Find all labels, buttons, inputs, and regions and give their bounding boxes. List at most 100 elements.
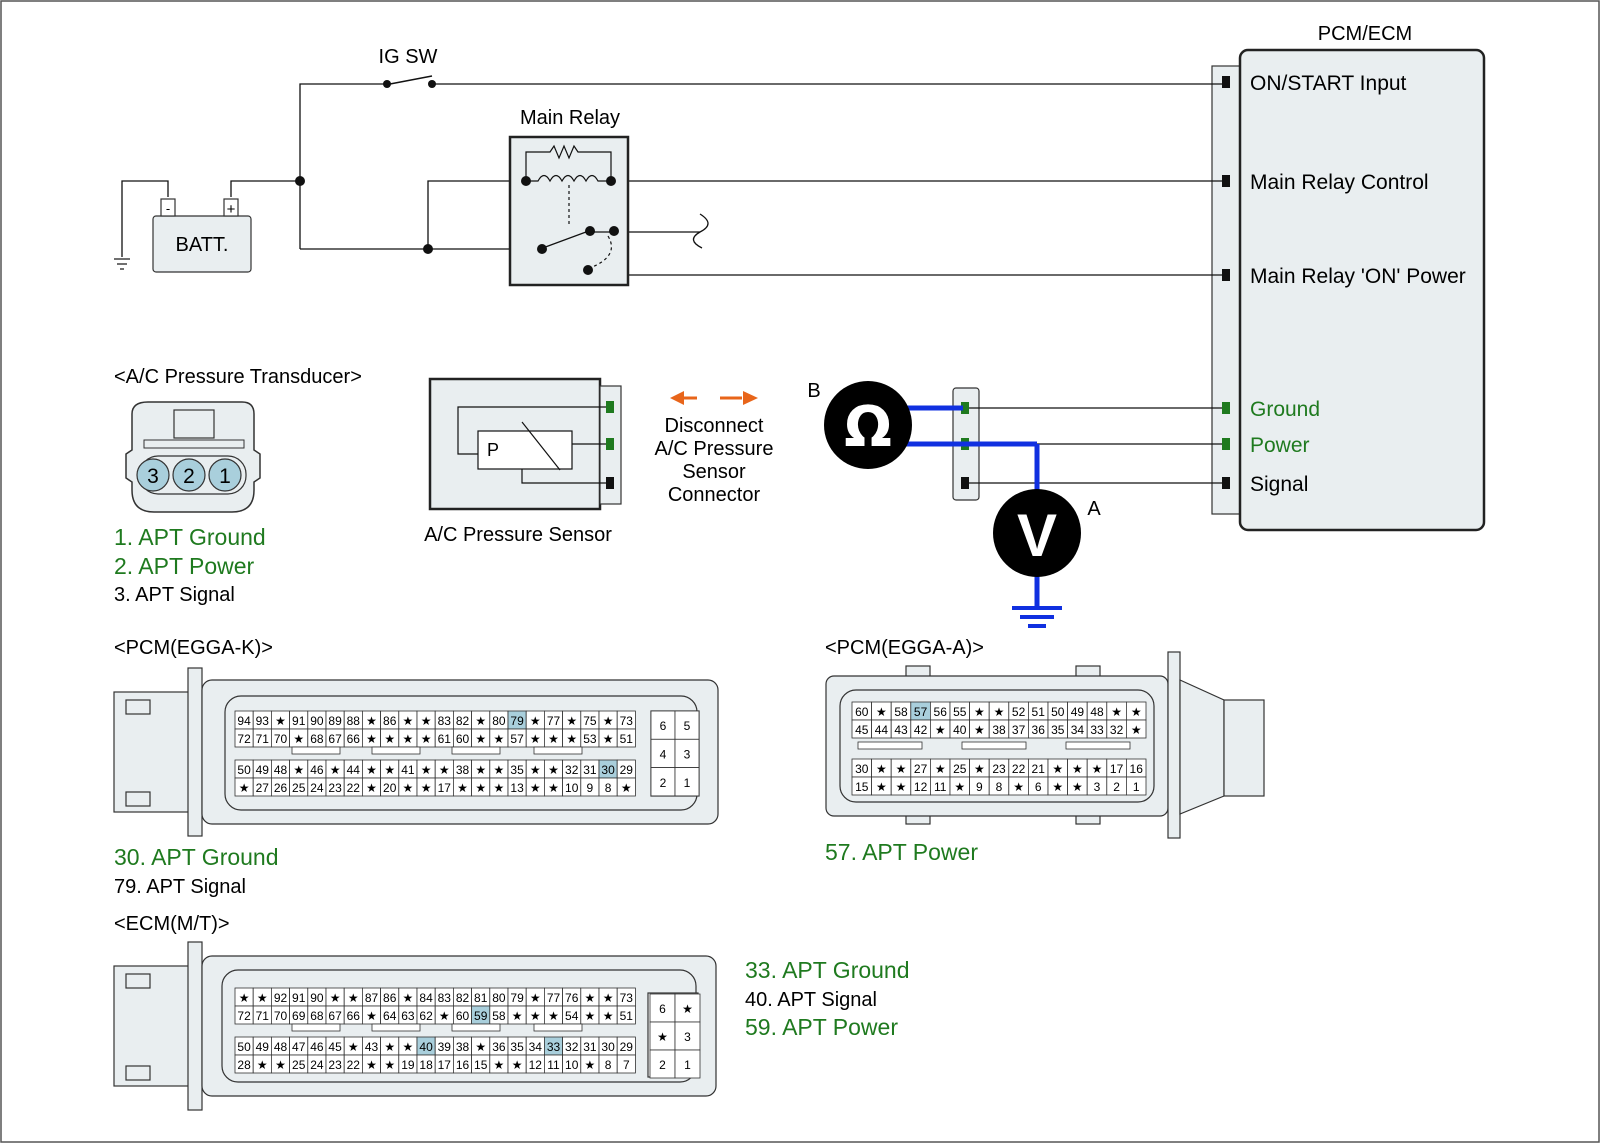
ecm-aux-pin-2: 2 [649,1049,676,1079]
pcm-k-pin-71: 71 [252,728,272,748]
svg-text:★: ★ [935,723,946,737]
pcm-a-pin-unused: ★ [988,701,1010,721]
svg-text:★: ★ [366,781,377,795]
svg-text:35: 35 [1051,723,1065,737]
svg-text:★: ★ [421,732,432,746]
pcm-k-pin-unused: ★ [562,710,582,730]
pcm-a-pin-17: 17 [1106,758,1127,778]
pcm-k-pin-unused: ★ [471,728,491,748]
label-ground: Ground [1250,398,1320,421]
ecm-legend-3: 59. APT Power [745,1014,898,1040]
svg-text:★: ★ [275,1058,286,1072]
svg-text:★: ★ [512,1009,523,1023]
main-relay: Main Relay [508,107,630,287]
pcm-k-pin-44: 44 [343,759,363,779]
svg-text:10: 10 [565,1058,579,1072]
svg-text:68: 68 [310,732,324,746]
pcm-a-pin-unused: ★ [1067,776,1088,796]
pcm-k-pin-unused: ★ [616,777,636,797]
battery-neg-wire [121,180,169,257]
pcm-k-pin-93: 93 [252,710,272,730]
svg-text:55: 55 [953,705,967,719]
svg-text:33: 33 [1090,723,1104,737]
svg-text:27: 27 [914,762,928,776]
svg-text:93: 93 [256,714,270,728]
pcm-a-pin-60: 60 [851,701,873,721]
svg-text:★: ★ [275,714,286,728]
pcm-k-pin-20: 20 [380,777,400,797]
svg-text:87: 87 [365,991,379,1005]
transducer-pin-3 [136,458,170,492]
pcm-k-pin-90: 90 [307,710,327,730]
pcm-a-pin-34: 34 [1067,719,1088,739]
svg-text:51: 51 [620,1009,634,1023]
svg-text:19: 19 [401,1058,415,1072]
ecm-pin-unused: ★ [270,1054,290,1074]
pcm-ecm-module: PCM/ECM ON/START Input Main Relay Contro… [1211,23,1486,532]
svg-text:79: 79 [510,714,524,728]
pcm-k-pin-unused: ★ [525,728,545,748]
pcm-k-pin-unused: ★ [416,759,436,779]
junction-dots [295,176,433,254]
pcm-a-pin-2: 2 [1106,776,1127,796]
svg-text:52: 52 [1012,705,1026,719]
svg-text:★: ★ [475,1040,486,1054]
svg-text:★: ★ [896,762,907,776]
pcm-k-aux-pin-3: 3 [674,738,700,768]
svg-text:22: 22 [347,1058,361,1072]
pcm-k-aux-pin-5: 5 [674,710,700,740]
pcm-k-pin-unused: ★ [525,777,545,797]
svg-text:26: 26 [274,781,288,795]
ecm-title: <ECM(M/T)> [114,913,230,935]
meter-leads [905,405,1040,608]
svg-text:3: 3 [684,747,691,761]
pcm-k-pin-26: 26 [270,777,290,797]
pcm-a-pin-unused: ★ [969,719,990,739]
battery-pos-wire [230,180,300,197]
svg-text:★: ★ [1052,762,1063,776]
pcm-k-pin-67: 67 [325,728,345,748]
pcm-a-pin-unused: ★ [890,776,912,796]
pcm-a-key-slot [857,741,923,750]
svg-text:29: 29 [620,1040,634,1054]
svg-text:57: 57 [914,705,928,719]
pcm-a-pin-unused: ★ [871,758,892,778]
ecm-pin-76: 76 [562,987,582,1007]
svg-text:67: 67 [328,732,342,746]
ecm-pin-10: 10 [562,1054,582,1074]
svg-text:★: ★ [876,780,887,794]
pin-signal [1222,477,1230,489]
transducer-pin-1-label: 1 [219,465,231,488]
svg-text:10: 10 [565,781,579,795]
svg-text:72: 72 [237,732,251,746]
ecm-pin-unused: ★ [361,1054,381,1074]
ecm-pin-79: 79 [507,987,527,1007]
svg-text:39: 39 [438,1040,452,1054]
svg-text:★: ★ [896,780,907,794]
ecm-pin-unused: ★ [471,1036,491,1056]
ecm-pin-unused: ★ [507,1054,527,1074]
pcm-a-pin-30: 30 [851,758,873,778]
svg-text:★: ★ [530,991,541,1005]
svg-text:66: 66 [347,1009,361,1023]
svg-text:82: 82 [456,714,470,728]
pcm-k-pin-86: 86 [380,710,400,730]
ecm-pin-33: 33 [544,1036,564,1056]
svg-text:34: 34 [1071,723,1085,737]
ecm-pin-67: 67 [325,1005,345,1025]
battery-neg-terminal [160,198,176,217]
svg-text:40: 40 [419,1040,433,1054]
pcm-a-pin-33: 33 [1086,719,1108,739]
svg-text:17: 17 [438,781,452,795]
svg-text:42: 42 [914,723,928,737]
transducer-pin-2-label: 2 [183,465,195,488]
ecm-pin-80: 80 [489,987,509,1007]
ecm-pin-86: 86 [380,987,400,1007]
pcm-a-pin-unused: ★ [871,701,892,721]
ecm-pin-unused: ★ [525,1005,545,1025]
ecm-pin-64: 64 [380,1005,400,1025]
ecm-aux-pin-unused: ★ [674,993,701,1023]
pcm-k-pin-unused: ★ [325,759,345,779]
